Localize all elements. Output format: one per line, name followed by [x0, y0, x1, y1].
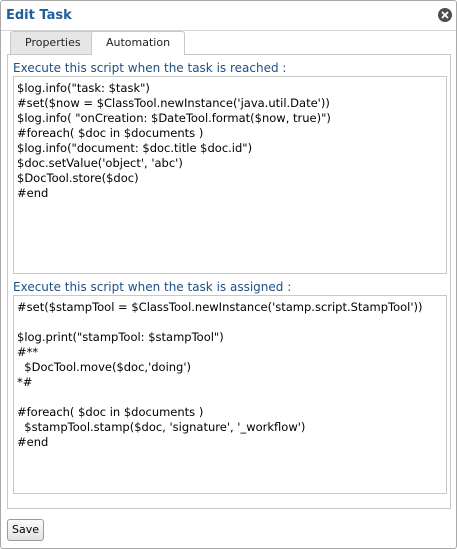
assigned-script-label: Execute this script when the task is ass…: [13, 280, 292, 294]
tab-properties[interactable]: Properties: [10, 31, 96, 54]
dialog-title: Edit Task: [6, 8, 72, 23]
save-button[interactable]: Save: [7, 519, 44, 541]
assigned-script-editor[interactable]: #set($stampTool = $ClassTool.newInstance…: [13, 295, 447, 494]
reached-script-editor[interactable]: $log.info("task: $task") #set($now = $Cl…: [13, 76, 447, 274]
tab-automation[interactable]: Automation: [91, 31, 186, 55]
reached-script-label: Execute this script when the task is rea…: [13, 61, 287, 75]
dialog-titlebar: Edit Task: [1, 1, 456, 31]
automation-panel: Execute this script when the task is rea…: [7, 55, 451, 509]
close-icon[interactable]: [438, 8, 452, 22]
tab-bar: Properties Automation: [7, 31, 451, 55]
